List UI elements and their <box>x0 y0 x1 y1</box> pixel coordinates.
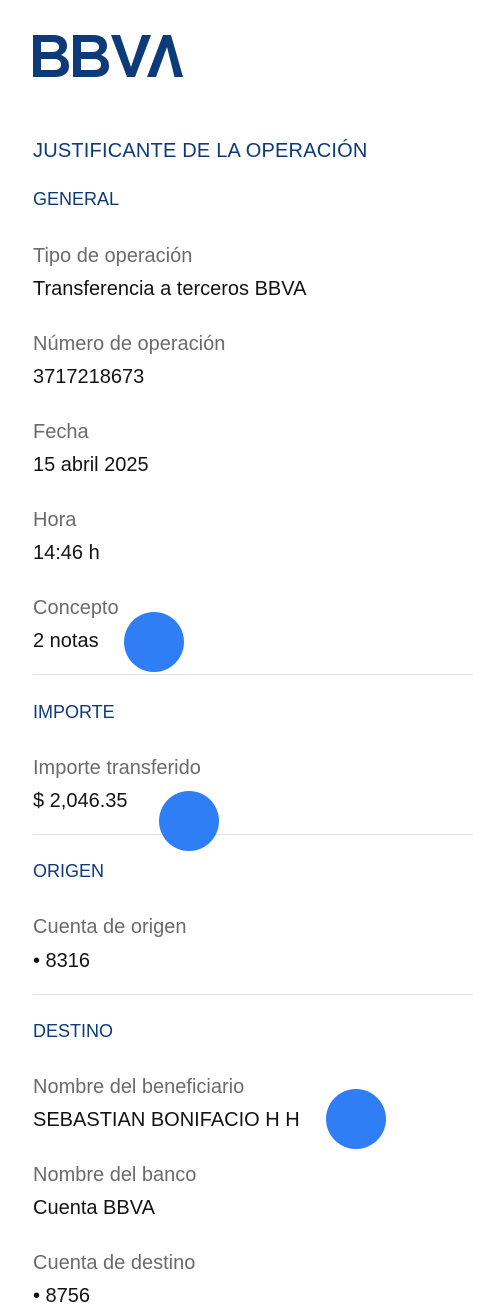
importe-transferido-label: Importe transferido <box>33 757 201 779</box>
section-heading-importe: IMPORTE <box>33 702 115 722</box>
section-heading-destino: DESTINO <box>33 1021 114 1041</box>
touch-indicator <box>124 612 184 672</box>
beneficiario-value: SEBASTIAN BONIFACIO H H <box>33 1109 300 1131</box>
cuenta-origen-value: • 8316 <box>33 950 91 972</box>
tipo-operacion-value: Transferencia a terceros BBVA <box>33 278 307 300</box>
cuenta-destino-value: • 8756 <box>33 1285 91 1307</box>
concepto-label: Concepto <box>33 597 119 619</box>
divider-importe <box>33 834 473 835</box>
bbva-logo <box>33 33 183 79</box>
cuenta-destino-label: Cuenta de destino <box>33 1252 196 1274</box>
section-heading-origen: ORIGEN <box>33 861 105 881</box>
divider-origen <box>33 994 473 995</box>
touch-indicator <box>159 791 219 851</box>
numero-operacion-value: 3717218673 <box>33 366 145 388</box>
cuenta-origen-label: Cuenta de origen <box>33 916 187 938</box>
touch-indicator <box>326 1089 386 1149</box>
numero-operacion-label: Número de operación <box>33 333 226 355</box>
concepto-value: 2 notas <box>33 630 99 652</box>
divider-general <box>33 674 473 675</box>
hora-label: Hora <box>33 509 77 531</box>
section-heading-general: GENERAL <box>33 189 120 209</box>
tipo-operacion-label: Tipo de operación <box>33 245 193 267</box>
banco-value: Cuenta BBVA <box>33 1197 155 1219</box>
fecha-value: 15 abril 2025 <box>33 454 149 476</box>
bbva-logo-mark <box>33 35 183 77</box>
importe-transferido-value: $ 2,046.35 <box>33 790 128 812</box>
hora-value: 14:46 h <box>33 542 100 564</box>
banco-label: Nombre del banco <box>33 1164 197 1186</box>
page-title: JUSTIFICANTE DE LA OPERACIÓN <box>33 140 368 162</box>
fecha-label: Fecha <box>33 421 89 443</box>
beneficiario-label: Nombre del beneficiario <box>33 1076 245 1098</box>
